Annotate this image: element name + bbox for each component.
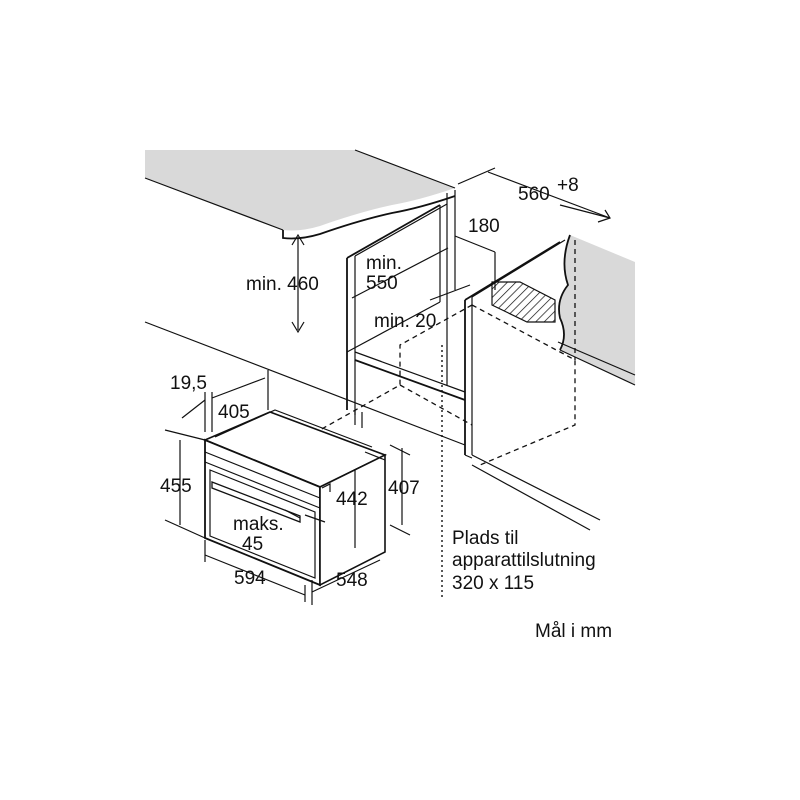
dimension-lines: [164, 167, 611, 605]
label-407: 407: [388, 478, 420, 499]
oven-appliance: [202, 409, 388, 587]
countertop-right: [557, 234, 636, 386]
label-min-550-a: min.: [366, 253, 402, 274]
dimension-labels: 560 +8 180 min. 460 min. 550 min. 20 19,…: [160, 175, 579, 591]
label-594: 594: [234, 568, 266, 589]
label-405: 405: [218, 402, 250, 423]
label-19-5: 19,5: [170, 373, 207, 394]
label-180: 180: [468, 216, 500, 237]
connection-note-line-1: Plads til: [452, 528, 519, 549]
label-548: 548: [336, 570, 368, 591]
label-min-20: min. 20: [374, 311, 436, 332]
label-min-460: min. 460: [246, 274, 319, 295]
niche-outline-dashed: [319, 240, 576, 598]
units-note: Mål i mm: [535, 621, 612, 642]
label-560-tolerance: +8: [557, 175, 579, 196]
cabinet-niche: [144, 190, 601, 531]
notes: Plads til apparattilslutning 320 x 115 M…: [452, 528, 612, 642]
connection-note-line-3: 320 x 115: [452, 573, 534, 594]
label-560: 560: [518, 184, 550, 205]
label-455: 455: [160, 476, 192, 497]
label-442: 442: [336, 489, 368, 510]
label-maks: maks.: [233, 514, 284, 535]
label-45: 45: [242, 534, 263, 555]
label-min-550-b: 550: [366, 273, 398, 294]
connection-note-line-2: apparattilslutning: [452, 550, 596, 571]
connection-box: [491, 281, 556, 323]
